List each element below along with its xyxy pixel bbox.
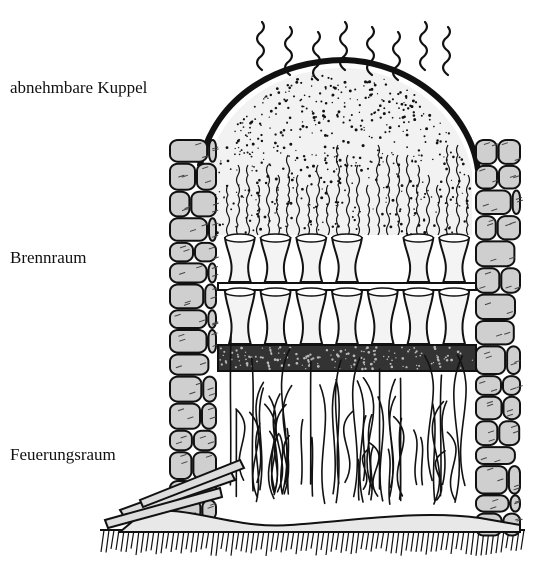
label-fire-chamber: Feuerungsraum xyxy=(10,445,116,465)
ground-hatching xyxy=(100,530,525,556)
pots-upper-row xyxy=(225,234,469,282)
left-stone-wall xyxy=(170,140,219,520)
fire-chamber-floor xyxy=(120,511,520,532)
label-burn-chamber: Brennraum xyxy=(10,248,86,268)
right-stone-wall xyxy=(476,140,523,536)
label-dome: abnehmbare Kuppel xyxy=(10,78,147,98)
pots-lower-row xyxy=(225,288,469,344)
